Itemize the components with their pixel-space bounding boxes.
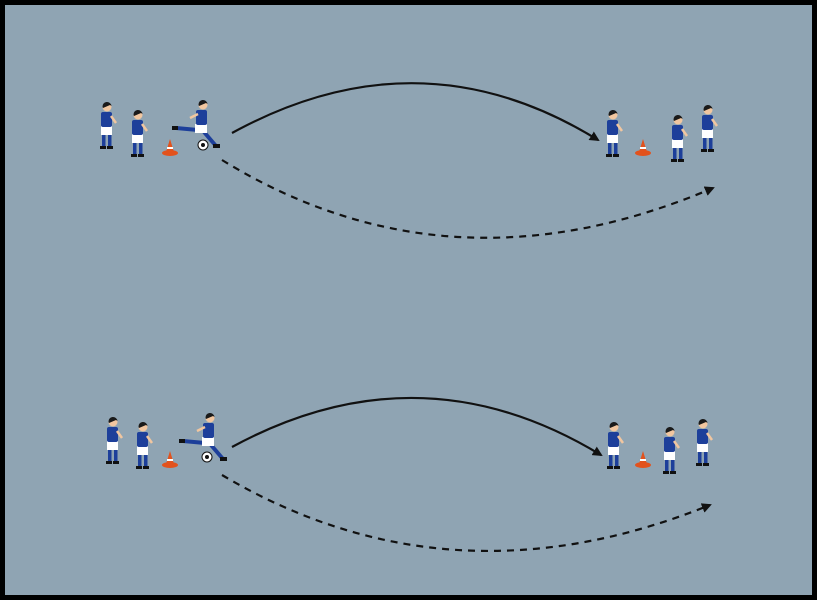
cone-icon: [162, 139, 178, 156]
run-arrow: [221, 159, 715, 239]
player-icon: [172, 99, 220, 148]
pitch: [5, 5, 812, 595]
run-arrow: [221, 474, 712, 553]
player-icon: [136, 421, 154, 469]
player-icon: [179, 412, 227, 461]
pass-arrow: [231, 396, 603, 457]
player-icon: [100, 101, 118, 149]
player-icon: [671, 114, 689, 162]
cone-icon: [635, 139, 651, 156]
ball-icon: [197, 139, 209, 151]
cone-icon: [162, 451, 178, 468]
player-icon: [606, 109, 624, 157]
cone-icon: [635, 451, 651, 468]
player-icon: [696, 418, 714, 466]
player-icon: [106, 416, 124, 464]
player-icon: [701, 104, 719, 152]
ball-icon: [201, 451, 213, 463]
pass-arrow: [231, 82, 600, 142]
player-icon: [663, 426, 681, 474]
player-icon: [607, 421, 625, 469]
player-icon: [131, 109, 149, 157]
